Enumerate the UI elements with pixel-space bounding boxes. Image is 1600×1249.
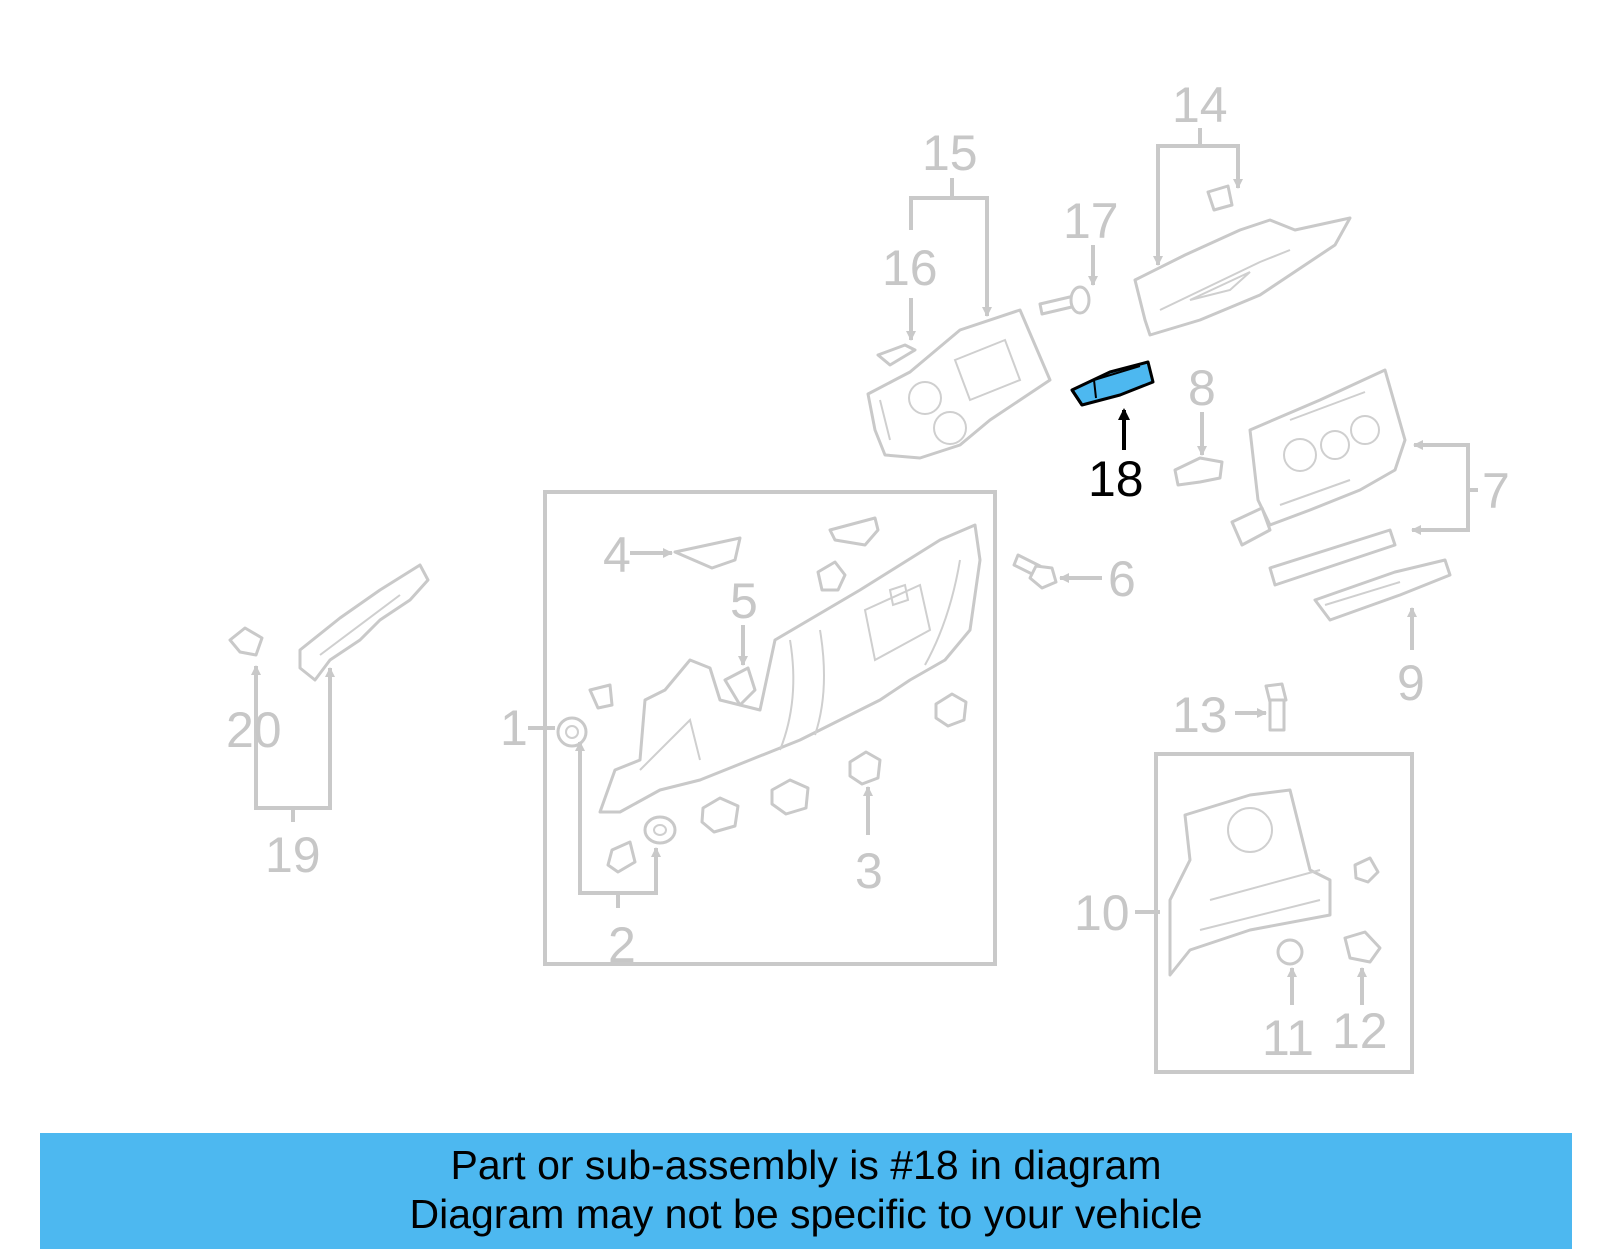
part-clip-14 <box>1206 184 1234 212</box>
part-climate-panel-7 <box>1230 368 1407 547</box>
part-trim-7b <box>1268 528 1397 587</box>
callout-11: 11 <box>1262 1010 1314 1066</box>
part-clip-12 <box>1343 930 1382 964</box>
part-clip-small-a <box>816 560 847 592</box>
callout-17: 17 <box>1063 193 1119 249</box>
part-clip-small-b <box>588 683 614 710</box>
callout-18: 18 <box>1088 451 1144 507</box>
callout-10: 10 <box>1074 885 1130 941</box>
callout-7: 7 <box>1482 463 1510 519</box>
part-clip-20 <box>228 626 264 657</box>
part-lower-dash-panel <box>598 523 982 814</box>
banner-line-1: Part or sub-assembly is #18 in diagram <box>450 1142 1162 1188</box>
part-clip-4 <box>673 536 742 570</box>
callout-5: 5 <box>730 573 758 629</box>
callout-2: 2 <box>608 917 636 973</box>
part-clip-8 <box>1173 456 1224 487</box>
part-grommet-1 <box>556 716 588 748</box>
part-screw-17 <box>1038 285 1091 316</box>
part-bolt-13 <box>1264 682 1288 732</box>
parts-diagram: 1 2 3 4 5 6 7 8 9 10 11 12 13 14 15 16 1… <box>226 77 1510 1074</box>
part-18-highlighted[interactable] <box>1070 360 1155 407</box>
callout-12: 12 <box>1332 1003 1388 1059</box>
part-clip-top <box>828 516 880 547</box>
part-plug-c <box>934 692 968 728</box>
part-grommet-2b <box>643 815 677 845</box>
callout-16: 16 <box>882 240 938 296</box>
part-lower-panel-10 <box>1168 788 1332 977</box>
part-bolt-6 <box>1012 553 1058 590</box>
part-clip-11 <box>1276 938 1304 966</box>
part-plug-a <box>700 796 740 834</box>
part-plug-b <box>770 778 810 816</box>
part-plug-3 <box>848 750 882 786</box>
part-center-bezel-15 <box>866 308 1052 460</box>
part-clip-10a <box>1353 856 1380 884</box>
part-glovebox-14 <box>1133 216 1352 337</box>
part-trim-9 <box>1313 558 1452 622</box>
callout-1: 1 <box>500 700 528 756</box>
info-banner: Part or sub-assembly is #18 in diagram D… <box>40 1133 1572 1249</box>
callout-8: 8 <box>1188 360 1216 416</box>
callout-14: 14 <box>1172 77 1228 133</box>
part-grommet-2a <box>606 840 637 874</box>
banner-line-2: Diagram may not be specific to your vehi… <box>409 1191 1203 1237</box>
callout-9: 9 <box>1397 655 1425 711</box>
callout-13: 13 <box>1172 687 1228 743</box>
part-clip-16 <box>876 343 917 367</box>
callout-19: 19 <box>265 827 321 883</box>
callout-20: 20 <box>226 702 282 758</box>
part-bracket-19 <box>298 563 430 682</box>
leader-lines <box>251 128 1478 1005</box>
callout-4: 4 <box>603 527 631 583</box>
callout-6: 6 <box>1108 551 1136 607</box>
callout-3: 3 <box>855 843 883 899</box>
part-bracket-5 <box>723 666 757 707</box>
callout-15: 15 <box>922 125 978 181</box>
